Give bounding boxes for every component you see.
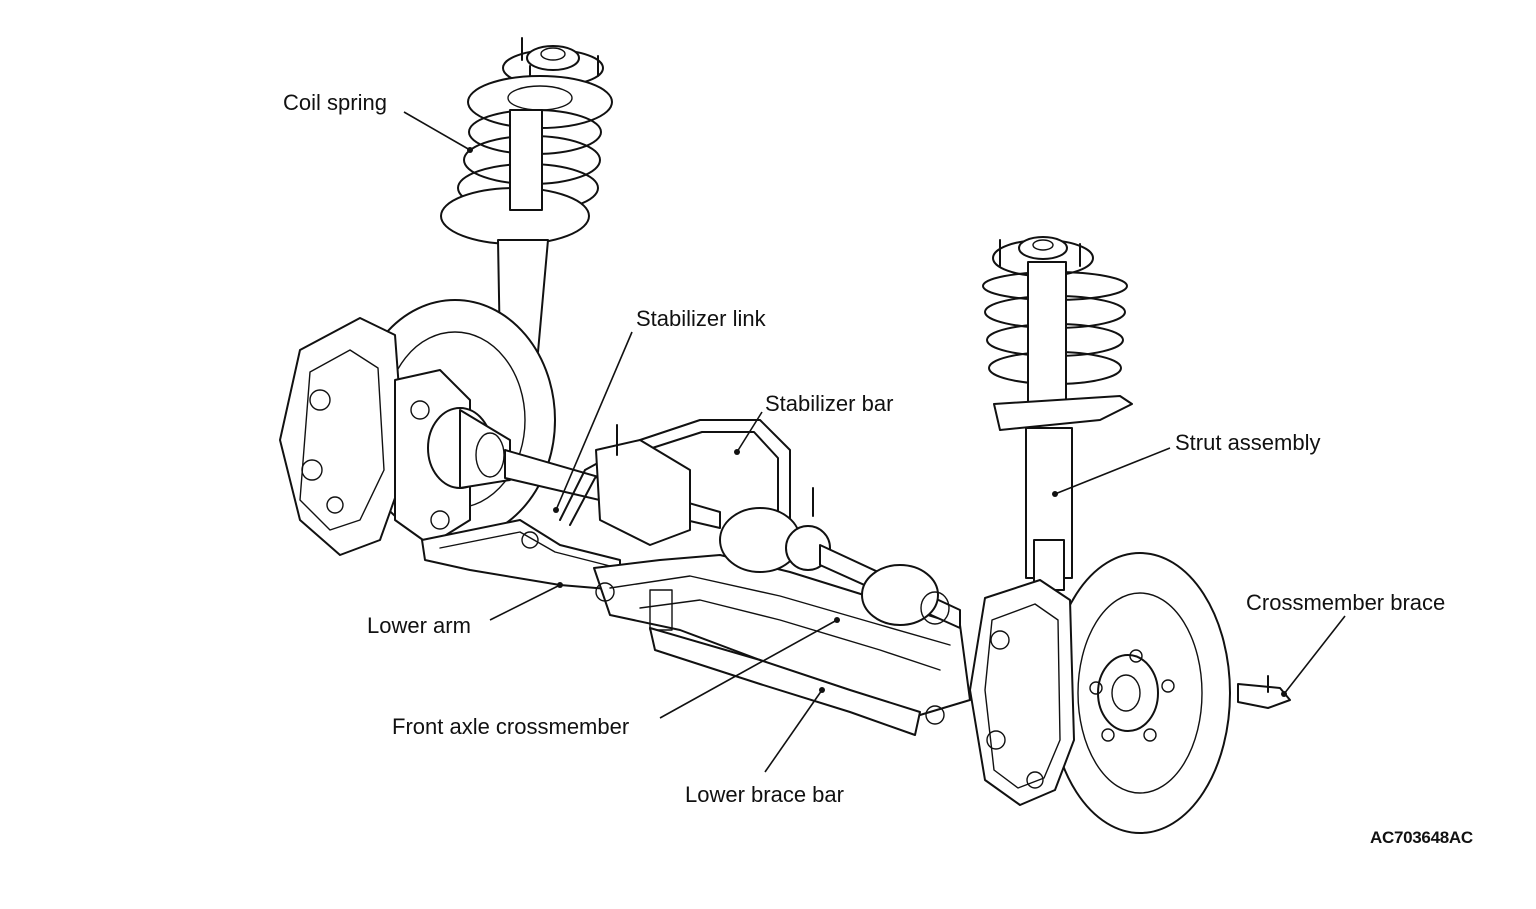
right-driveshaft [719, 507, 961, 629]
left-brake-assembly [279, 299, 556, 556]
front-axle-crossmember [593, 554, 971, 725]
right-strut-assembly [982, 236, 1133, 591]
lower-brace-bar [649, 627, 921, 736]
stabilizer-bar [559, 419, 814, 546]
right-brake-assembly [969, 552, 1231, 834]
label-lower-brace-bar: Lower brace bar [685, 782, 844, 807]
figure-code: AC703648AC [1370, 828, 1473, 847]
label-stabilizer-bar: Stabilizer bar [765, 391, 894, 416]
crossmember-brace-part [1237, 675, 1291, 709]
label-lower-arm: Lower arm [367, 613, 471, 638]
label-coil-spring: Coil spring [283, 90, 387, 115]
label-front-axle-crossmember: Front axle crossmember [392, 714, 630, 739]
leader-lines [403, 111, 1346, 773]
label-stabilizer-link: Stabilizer link [636, 306, 766, 331]
label-strut-assembly: Strut assembly [1175, 430, 1321, 455]
label-crossmember-brace: Crossmember brace [1246, 590, 1446, 615]
